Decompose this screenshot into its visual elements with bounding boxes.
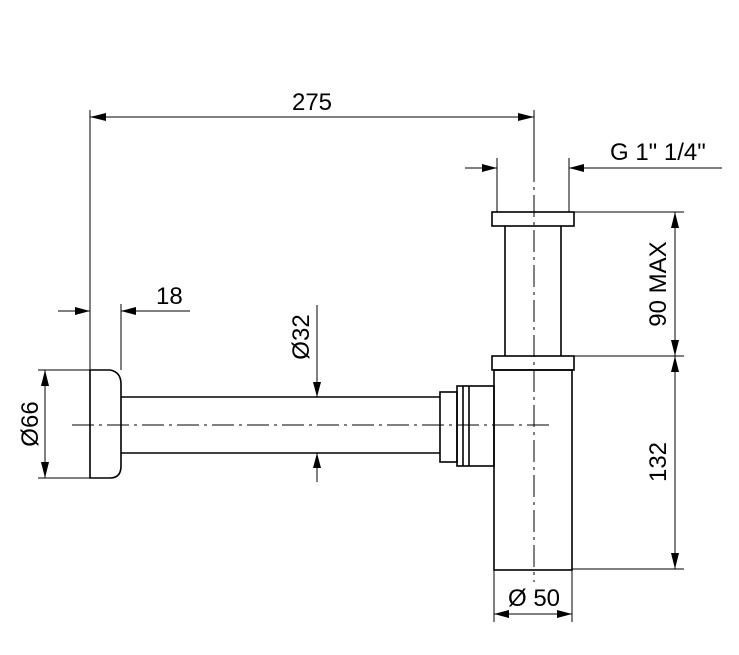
arrow-90-top bbox=[671, 212, 679, 228]
dim-text-thread: G 1" 1/4" bbox=[610, 139, 706, 166]
arrow-thread-right bbox=[569, 164, 584, 172]
dim-text-66: Ø66 bbox=[17, 401, 44, 446]
arrow-thread-left bbox=[482, 164, 497, 172]
dim-text-275: 275 bbox=[292, 89, 332, 116]
arrow-132-top bbox=[671, 356, 679, 372]
centerlines bbox=[72, 160, 552, 582]
body-cap bbox=[491, 355, 575, 371]
dim-text-32: Ø32 bbox=[288, 314, 315, 359]
arrow-132-bottom bbox=[671, 553, 679, 569]
arrow-275-right bbox=[518, 113, 534, 121]
arrow-50-left bbox=[494, 610, 509, 618]
dim-text-132: 132 bbox=[645, 442, 672, 482]
arrow-18-left bbox=[75, 307, 90, 315]
dimension-lines: 275 G 1" 1/4" 90 MAX 132 18 Ø3 bbox=[17, 89, 722, 622]
arrow-32-top bbox=[313, 382, 321, 397]
trap-body bbox=[493, 369, 573, 571]
inlet-flange bbox=[491, 211, 575, 227]
trap-outline bbox=[89, 211, 575, 571]
dim-text-90-max: 90 MAX bbox=[645, 241, 672, 326]
arrow-32-bottom bbox=[313, 453, 321, 468]
arrow-18-right bbox=[121, 307, 136, 315]
dim-text-18: 18 bbox=[156, 283, 183, 310]
connector-nut bbox=[439, 391, 458, 463]
arrow-90-bottom bbox=[671, 340, 679, 356]
arrow-275-left bbox=[90, 113, 106, 121]
arrow-66-bottom bbox=[41, 462, 49, 478]
wall-flange bbox=[89, 369, 122, 479]
arrow-50-right bbox=[557, 610, 572, 618]
arrow-66-top bbox=[41, 370, 49, 386]
dim-text-50: Ø 50 bbox=[508, 585, 560, 612]
